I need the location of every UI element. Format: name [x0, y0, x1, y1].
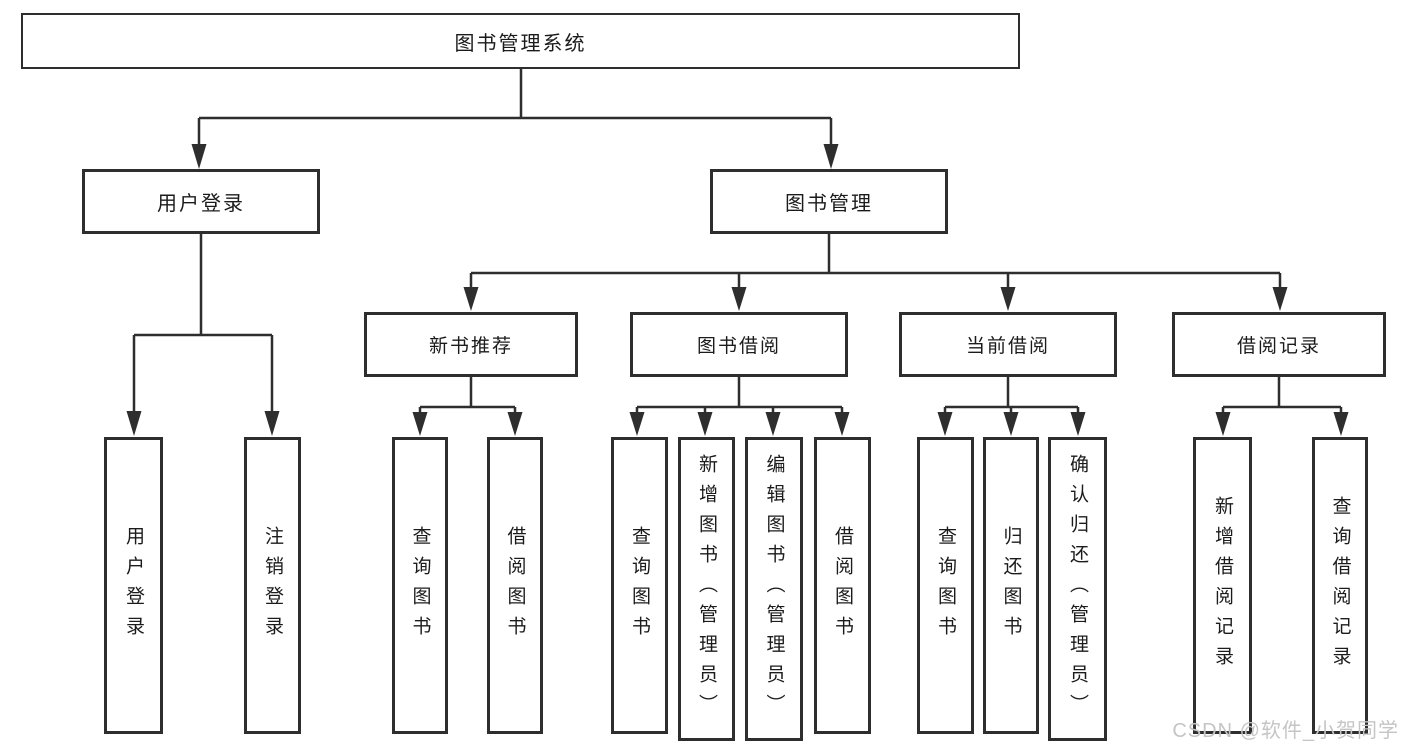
csdn-watermark: CSDN @软件_小贺同学	[1172, 720, 1399, 742]
leaf-add-borrow-record: 新增借阅记录	[1193, 437, 1252, 734]
connector-bookmgmt-to-level3	[469, 234, 1282, 290]
arrowheads	[126, 144, 1349, 436]
connector-userlogin-to-leaves	[132, 234, 274, 413]
connector-currentborrow-to-leaves	[943, 377, 1080, 414]
node-borrowing-records: 借阅记录	[1172, 312, 1386, 377]
leaf-borrow-books-recommend: 借阅图书	[487, 437, 543, 734]
node-current-borrowing: 当前借阅	[899, 312, 1117, 377]
node-root-system: 图书管理系统	[21, 13, 1020, 69]
node-book-management: 图书管理	[710, 169, 948, 234]
leaf-user-login: 用户登录	[104, 437, 163, 734]
leaf-query-books-current: 查询图书	[917, 437, 974, 734]
leaf-logout: 注销登录	[244, 437, 301, 734]
leaf-edit-books-admin: 编辑图书（管理员）	[745, 437, 803, 741]
leaf-borrow-books: 借阅图书	[814, 437, 871, 734]
leaf-query-borrow-record: 查询借阅记录	[1312, 437, 1368, 734]
connector-bookborrow-to-leaves	[635, 377, 844, 414]
leaf-return-books: 归还图书	[983, 437, 1039, 734]
node-user-login-branch: 用户登录	[82, 169, 320, 234]
node-book-borrowing: 图书借阅	[630, 312, 848, 377]
connector-borrowrecord-to-leaves	[1221, 377, 1343, 414]
connector-newbook-to-leaves	[418, 377, 517, 414]
leaf-add-books-admin: 新增图书（管理员）	[678, 437, 735, 741]
connector-root-to-level2	[197, 69, 833, 146]
leaf-query-books-borrow: 查询图书	[611, 437, 668, 734]
leaf-query-books-recommend: 查询图书	[392, 437, 448, 734]
leaf-confirm-return-admin: 确认归还（管理员）	[1048, 437, 1107, 741]
node-new-book-recommend: 新书推荐	[364, 312, 578, 377]
